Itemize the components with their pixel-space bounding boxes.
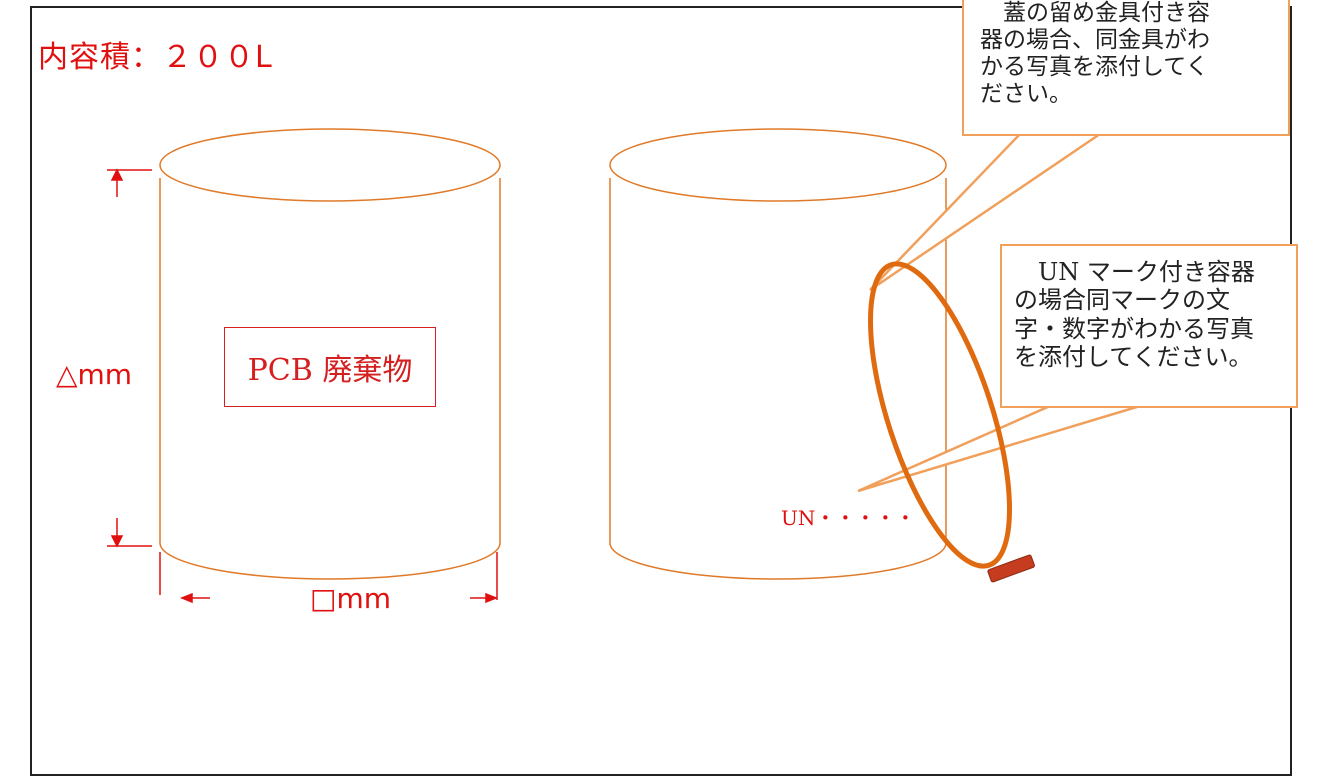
lid-callout-line-2: 器の場合、同金具がわ (980, 27, 1210, 54)
pcb-waste-label: PCB 廃棄物 (224, 327, 436, 407)
left-drum-bottom (159, 542, 501, 580)
highlight-ring (868, 261, 1012, 569)
left-drum (159, 128, 501, 580)
width-arrow-right (485, 592, 499, 604)
left-drum-top (159, 128, 501, 202)
un-callout-line-3: 字・数字がわかる写真 (1014, 314, 1254, 343)
width-dimension-label: □mm (310, 582, 392, 615)
lid-callout-pointer (869, 132, 1101, 292)
height-arrow-up (110, 168, 124, 181)
right-drum-bottom (609, 542, 947, 580)
width-arrow-left (179, 592, 193, 604)
un-callout-line-4: を添付してください。 (1014, 342, 1253, 371)
un-callout-line-1: UN マーク付き容器 (1014, 258, 1255, 286)
height-dimension-label: △mm (56, 358, 133, 391)
lid-callout-line-4: ださい。 (980, 81, 1072, 108)
height-arrow-down (110, 535, 124, 548)
un-callout-line-2: の場合同マークの文 (1014, 286, 1230, 315)
lid-callout-line-3: かる写真を添付してく (980, 54, 1209, 81)
lock-clamp-icon (987, 554, 1035, 583)
callout-pointers (857, 132, 1141, 493)
un-mark-text: UN・・・・・ (781, 506, 916, 530)
fitting-highlight (868, 261, 1035, 583)
lid-fitting-callout: 蓋の留め金具付き容 器の場合、同金具がわ かる写真を添付してく ださい。 (962, 0, 1290, 136)
volume-label: 内容積：２００L (38, 40, 273, 75)
un-callout-pointer (857, 404, 1141, 493)
right-drum-top (609, 128, 947, 202)
un-mark-callout: UN マーク付き容器 の場合同マークの文 字・数字がわかる写真 を添付してくださ… (1000, 244, 1298, 408)
lid-callout-line-1: 蓋の留め金具付き容 (980, 0, 1210, 26)
width-dimension (159, 552, 499, 604)
height-dimension (107, 168, 152, 548)
